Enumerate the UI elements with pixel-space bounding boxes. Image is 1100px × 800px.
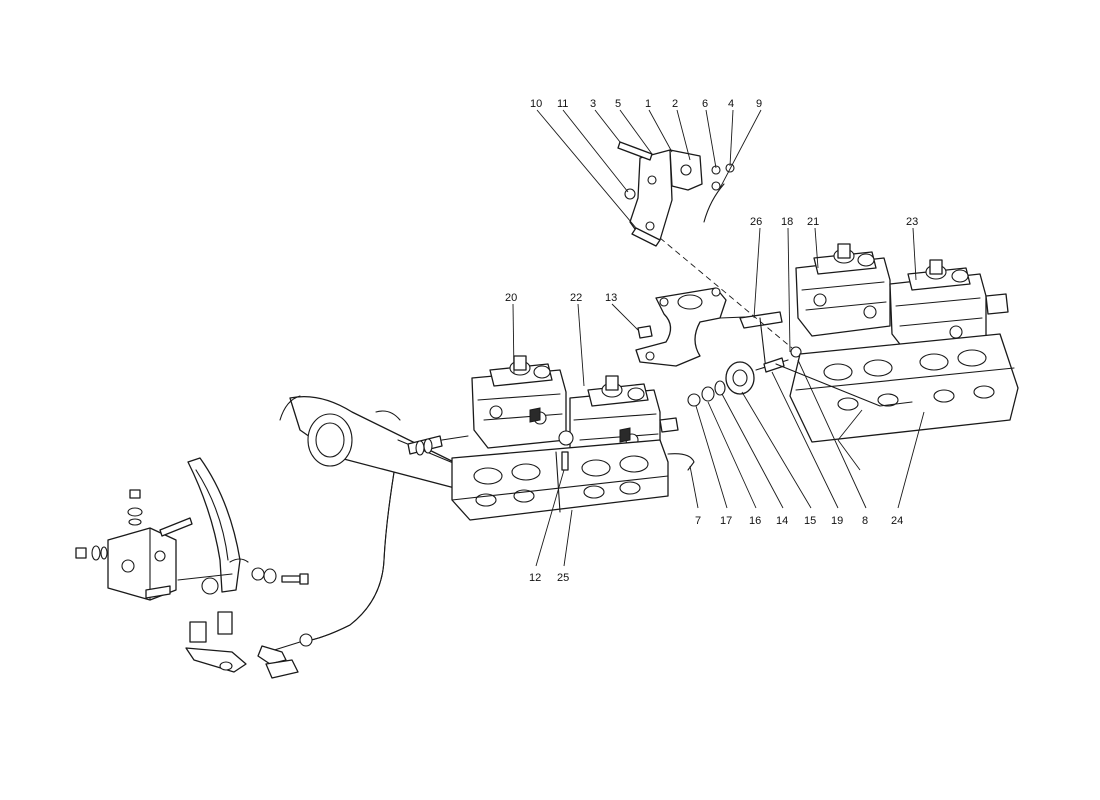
callout-4: 4: [728, 98, 734, 110]
callout-21: 21: [807, 216, 819, 228]
upper-linkage-bracket: [617, 141, 735, 247]
callout-1: 1: [645, 98, 651, 110]
callout-26: 26: [750, 216, 762, 228]
carburetor-left-front: [471, 355, 567, 449]
callout-2: 2: [672, 98, 678, 110]
callout-labels: 10 11 3 5 1 2 6 4 9 20 22 13 26 18 21 23…: [505, 98, 918, 584]
callout-15: 15: [804, 515, 816, 527]
shaft-seal-parts: [687, 346, 802, 407]
callout-14: 14: [776, 515, 788, 527]
callout-18: 18: [781, 216, 793, 228]
callout-5: 5: [615, 98, 621, 110]
callout-25: 25: [557, 572, 569, 584]
callout-11: 11: [557, 98, 568, 110]
intake-manifold-right: [775, 333, 1019, 443]
callout-13: 13: [605, 292, 617, 304]
callout-7: 7: [695, 515, 701, 527]
callout-3: 3: [590, 98, 596, 110]
callout-12: 12: [529, 572, 541, 584]
center-support-bracket: [635, 287, 783, 371]
carburetor-right-front: [795, 243, 891, 337]
callout-16: 16: [749, 515, 761, 527]
intake-manifold-left: [451, 439, 695, 521]
throttle-cable: [257, 459, 397, 679]
callout-22: 22: [570, 292, 582, 304]
callout-19: 19: [831, 515, 843, 527]
callout-10: 10: [530, 98, 542, 110]
accelerator-pedal-assembly: [75, 457, 309, 673]
callout-24: 24: [891, 515, 903, 527]
bulkhead-tube: [279, 395, 471, 493]
callout-9: 9: [756, 98, 762, 110]
carburetor-right-rear: [889, 259, 1009, 353]
callout-8: 8: [862, 515, 868, 527]
callout-20: 20: [505, 292, 517, 304]
callout-23: 23: [906, 216, 918, 228]
leader-lines: [512, 109, 925, 567]
callout-17: 17: [720, 515, 732, 527]
callout-6: 6: [702, 98, 708, 110]
